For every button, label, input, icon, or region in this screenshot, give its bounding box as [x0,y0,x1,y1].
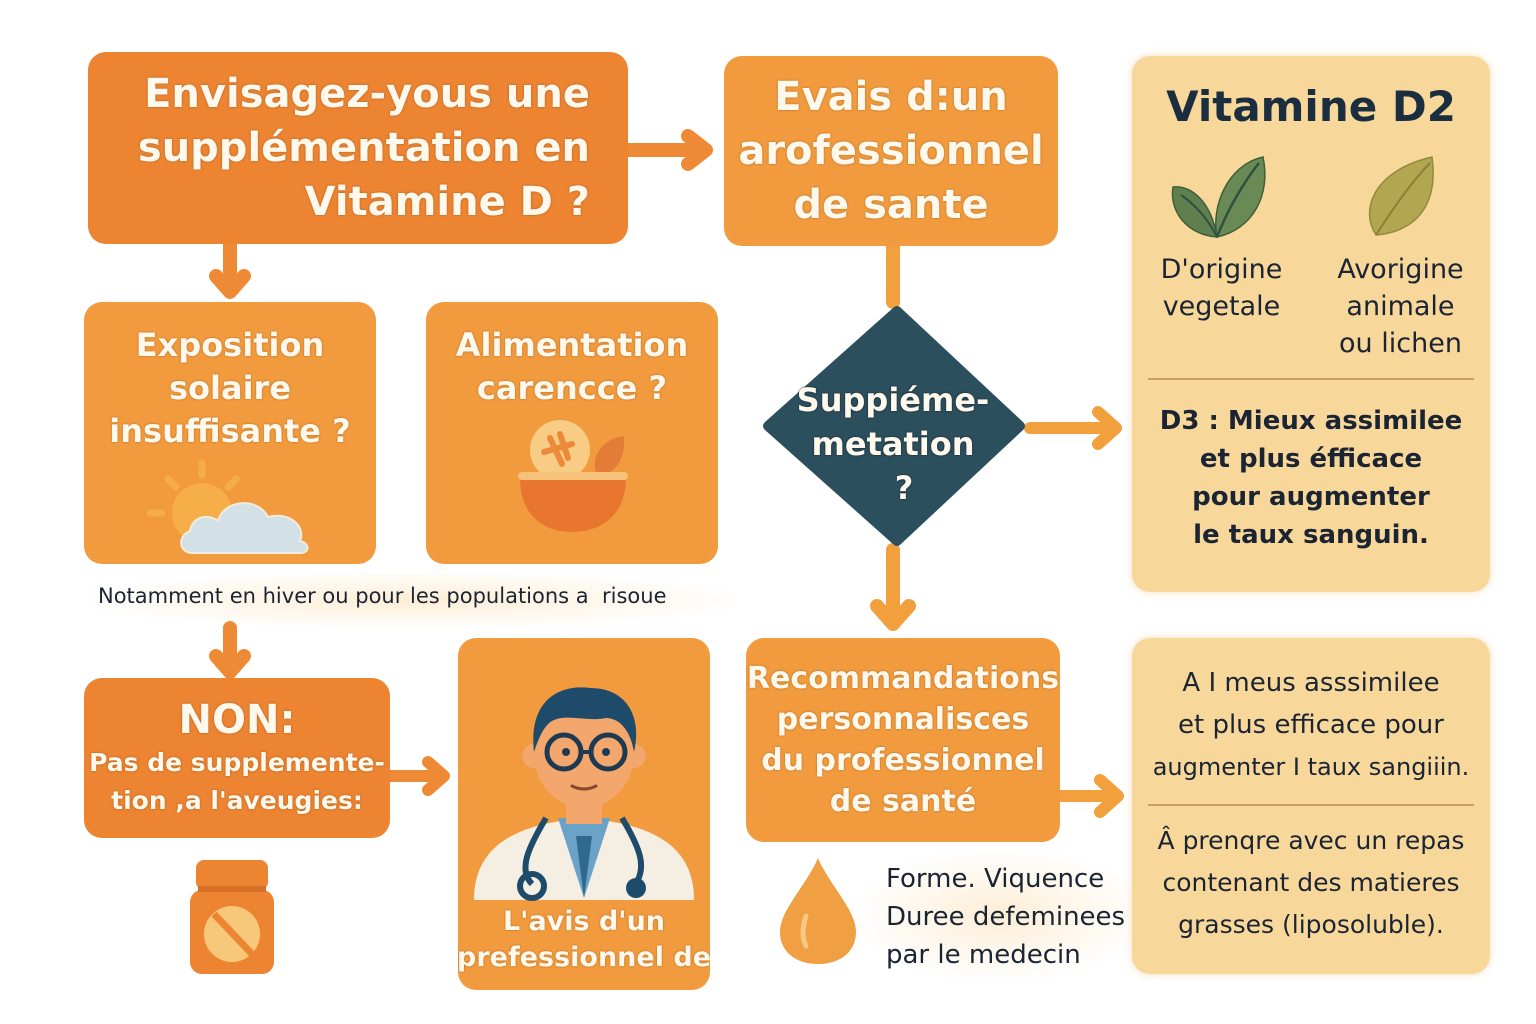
d3-line-4: le taux sanguin. [1193,520,1429,550]
double-leaf-icon [1171,156,1266,238]
food-line-1: Alimentation [455,326,689,364]
intake-bottom-text: Â prenqre avec un repas contenant des ma… [1158,820,1465,946]
sun-line-3: insuffisante ? [109,412,351,450]
non-line-1: Pas de supplemente- [89,748,385,777]
intake-bottom-line-3: grasses (liposoluble). [1178,910,1444,939]
note-glow [86,572,736,628]
intake-bottom-line-1: Â prenqre avec un repas [1157,826,1465,855]
non-title: NON: [178,697,296,743]
d2-right-label-line-2: animale [1346,291,1455,322]
reco-line-1: Recommandations [746,661,1060,696]
decision-line-1: Suppiéme- [796,381,990,419]
reco-line-2: personnalisces [776,702,1030,737]
intake-top-text: A I meus asssimilee et plus efficace pou… [1153,662,1470,788]
arrow-decision-to-reco [870,543,916,631]
winter-risk-note: Notamment en hiver ou pour les populatio… [98,584,667,608]
food-line-2: carencce ? [476,369,668,407]
advice-top-line-3: de sante [793,182,989,228]
sun-cloud-icon [146,459,309,554]
reco-note-line-2: Duree defeminees [886,902,1126,932]
intake-divider [1148,804,1474,806]
d3-line-1: D3 : Mieux assimilee [1159,406,1463,436]
d2-right-label: Avorigine animale ou lichen [1337,251,1463,362]
advice-top-line-2: arofessionnel [738,128,1044,174]
arrow-note-to-non [209,621,251,679]
advice-top-box: Evais d:un arofessionnel de sante [724,56,1058,246]
d3-description: D3 : Mieux assimilee et plus éfficace po… [1160,402,1463,554]
doctor-advice-box: L'avis d'un prefessionnel de [458,638,710,990]
reco-line-4: de santé [829,784,977,819]
start-line-3: Vitamine D ? [304,179,590,225]
decision-diamond: Suppiéme- metation ? [761,302,1025,550]
d2-divider [1148,378,1474,380]
vitamin-d2-panel: Vitamine D2 D'origine vegetale Avorigine… [1132,56,1490,592]
decision-line-3: ? [894,469,914,507]
food-deficiency-box: Alimentation carencce ? [426,302,718,564]
d2-left-label: D'origine vegetale [1161,251,1283,325]
reco-note-line-3: par le medecin [886,940,1081,970]
reco-note-glow [860,850,1140,980]
no-supplement-box: NON: Pas de supplemente- tion ,a l'aveug… [84,678,390,838]
leaf-icon [1368,156,1434,236]
food-bowl-icon [518,420,628,532]
non-line-2: tion ,a l'aveugies: [111,786,363,815]
d2-right-label-line-3: ou lichen [1339,328,1462,359]
oil-drop-icon [780,858,856,964]
start-question-box: Envisagez-yous une supplémentation en Vi… [88,52,628,244]
reco-note-text: Forme. Viquence Duree defeminees par le … [886,860,1125,974]
decision-line-2: metation [811,425,975,463]
arrow-non-to-doctor [382,756,450,796]
arrow-start-to-advice [621,129,713,171]
intake-top-line-1: A I meus asssimilee [1182,668,1440,698]
intake-top-line-3: augmenter I taux sangiiin. [1152,753,1470,781]
advice-top-line-1: Evais d:un [774,74,1008,120]
intake-top-line-2: et plus efficace pour [1178,710,1444,740]
doctor-line-1: L'avis d'un [502,906,666,937]
sun-exposure-box: Exposition solaire insuffisante ? [84,302,376,564]
arrow-reco-to-bottom-panel [1054,774,1124,818]
arrow-start-to-sun [209,237,251,299]
doctor-icon [474,687,694,901]
sun-line-1: Exposition [135,326,325,364]
reco-note-line-1: Forme. Viquence [886,864,1105,894]
d3-line-2: et plus éfficace [1199,444,1423,474]
sun-line-2: solaire [168,369,292,407]
d2-left-label-line-1: D'origine [1160,254,1283,285]
recommendations-box: Recommandations personnalisces du profes… [746,638,1060,842]
start-line-2: supplémentation en [137,125,590,171]
doctor-line-2: prefessionnel de [458,942,710,973]
pill-bottle-icon [190,860,274,974]
intake-advice-panel: A I meus asssimilee et plus efficace pou… [1132,638,1490,974]
d2-right-label-line-1: Avorigine [1337,254,1464,285]
intake-bottom-line-2: contenant des matieres [1162,868,1460,897]
d3-line-3: pour augmenter [1192,482,1430,512]
start-line-1: Envisagez-yous une [144,71,590,117]
arrow-decision-to-d2 [1024,406,1122,450]
d2-title: Vitamine D2 [1166,82,1456,131]
diamond-shape [763,306,1025,546]
d2-left-label-line-2: vegetale [1162,291,1281,322]
reco-line-3: du professionnel [761,743,1045,778]
